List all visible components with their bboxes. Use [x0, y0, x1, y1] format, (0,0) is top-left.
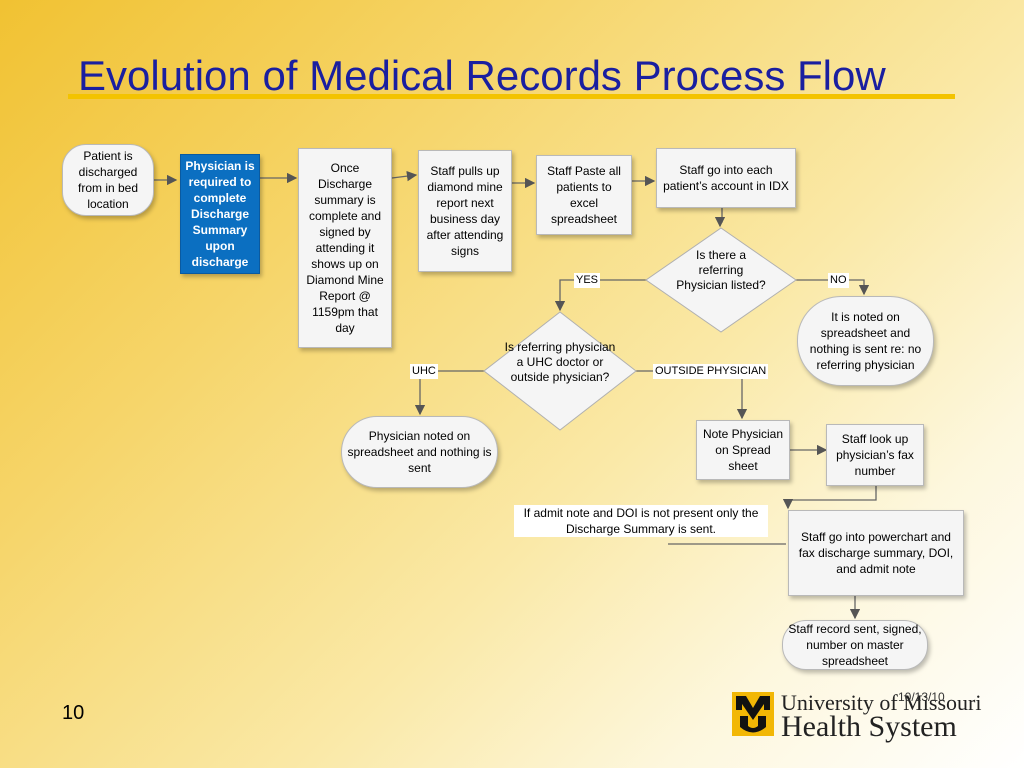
slide-number: 10: [62, 702, 85, 724]
node-physician-required: Physician is required to complete Discha…: [180, 154, 260, 274]
node-staff-idx: Staff go into each patient’s account in …: [656, 148, 796, 208]
decision-uhc-or-outside-shape: [483, 311, 637, 431]
mu-shield-icon: [732, 692, 774, 736]
node-powerchart: Staff go into powerchart and fax dischar…: [788, 510, 964, 596]
label-uhc: UHC: [410, 364, 438, 379]
arrow-yes-branch: [554, 279, 648, 312]
node-note-physician: Note Physician on Spread sheet: [696, 420, 790, 480]
slide-title: Evolution of Medical Records Process Flo…: [78, 52, 886, 99]
note-admit-doi: If admit note and DOI is not present onl…: [514, 505, 768, 537]
node-staff-pulls: Staff pulls up diamond mine report next …: [418, 150, 512, 272]
slide-date: 10/13/10: [898, 690, 945, 704]
arrow-lookup-to-powerchart: [782, 486, 877, 510]
node-record-sent: Staff record sent, signed, number on mas…: [782, 620, 928, 670]
arrow-discharge-to-pulls: [391, 170, 418, 182]
arrow-idx-to-decision: [714, 208, 726, 228]
title-underline: [68, 94, 955, 99]
node-noted-uhc: Physician noted on spreadsheet and nothi…: [341, 416, 498, 488]
label-yes: YES: [574, 273, 601, 288]
logo-university: University of Missouri: [781, 690, 982, 715]
decision-referring-listed-shape: [645, 227, 797, 333]
node-noted-no-referring: It is noted on spreadsheet and nothing i…: [797, 296, 934, 386]
label-no: NO: [828, 273, 849, 288]
decision-uhc-or-outside: Is referring physician a UHC doctor or o…: [504, 340, 616, 384]
logo-health-system: Health System: [781, 710, 957, 743]
label-outside-physician: OUTSIDE PHYSICIAN: [653, 364, 769, 379]
node-lookup-fax: Staff look up physician’s fax number: [826, 424, 924, 486]
node-staff-paste: Staff Paste all patients to excel spread…: [536, 155, 632, 235]
node-patient-discharged: Patient is discharged from in bed locati…: [62, 144, 154, 216]
arrow-no-branch: [796, 279, 870, 296]
mu-logo: [732, 692, 774, 736]
node-once-discharge: Once Discharge summary is complete and s…: [298, 148, 392, 348]
decision-referring-listed: Is there a referring Physician listed?: [676, 248, 766, 292]
